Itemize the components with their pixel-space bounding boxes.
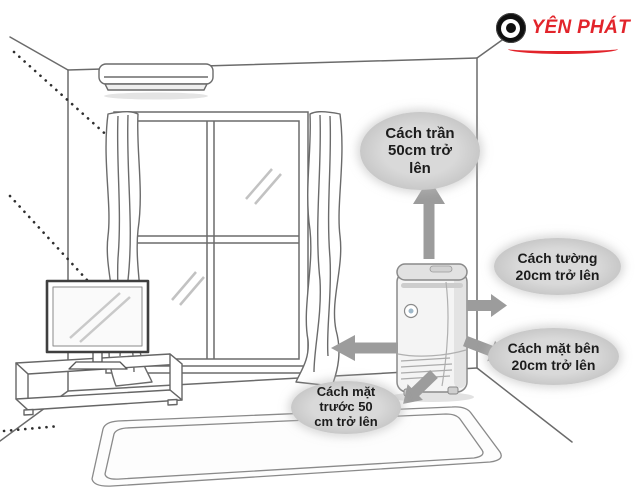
wall-clearance-label: Cách tường 20cm trở lên: [494, 238, 621, 295]
front-clearance-label: Cách mặt trước 50 cm trở lên: [291, 381, 401, 434]
brand-logo-icon: [495, 13, 526, 43]
right-curtain: [295, 111, 343, 387]
air-conditioner: [98, 63, 214, 100]
tv: [45, 279, 150, 370]
arrow-up-ceiling: [413, 178, 445, 259]
dehumidifier: [390, 263, 474, 402]
ceiling-clearance-label: Cách trần 50cm trở lên: [360, 112, 480, 190]
brand-logo: YÊN PHÁT: [495, 13, 630, 54]
side-clearance-label: Cách mặt bên 20cm trở lên: [488, 328, 619, 385]
brand-underline: [507, 44, 618, 54]
airflow-dotted-lines: [2, 50, 172, 433]
brand-name: YÊN PHÁT: [531, 17, 630, 38]
arrow-down-front: [403, 370, 438, 404]
floor-rug: [91, 406, 502, 487]
arrow-right-wall: [467, 294, 507, 317]
arrow-left-front: [331, 335, 398, 361]
